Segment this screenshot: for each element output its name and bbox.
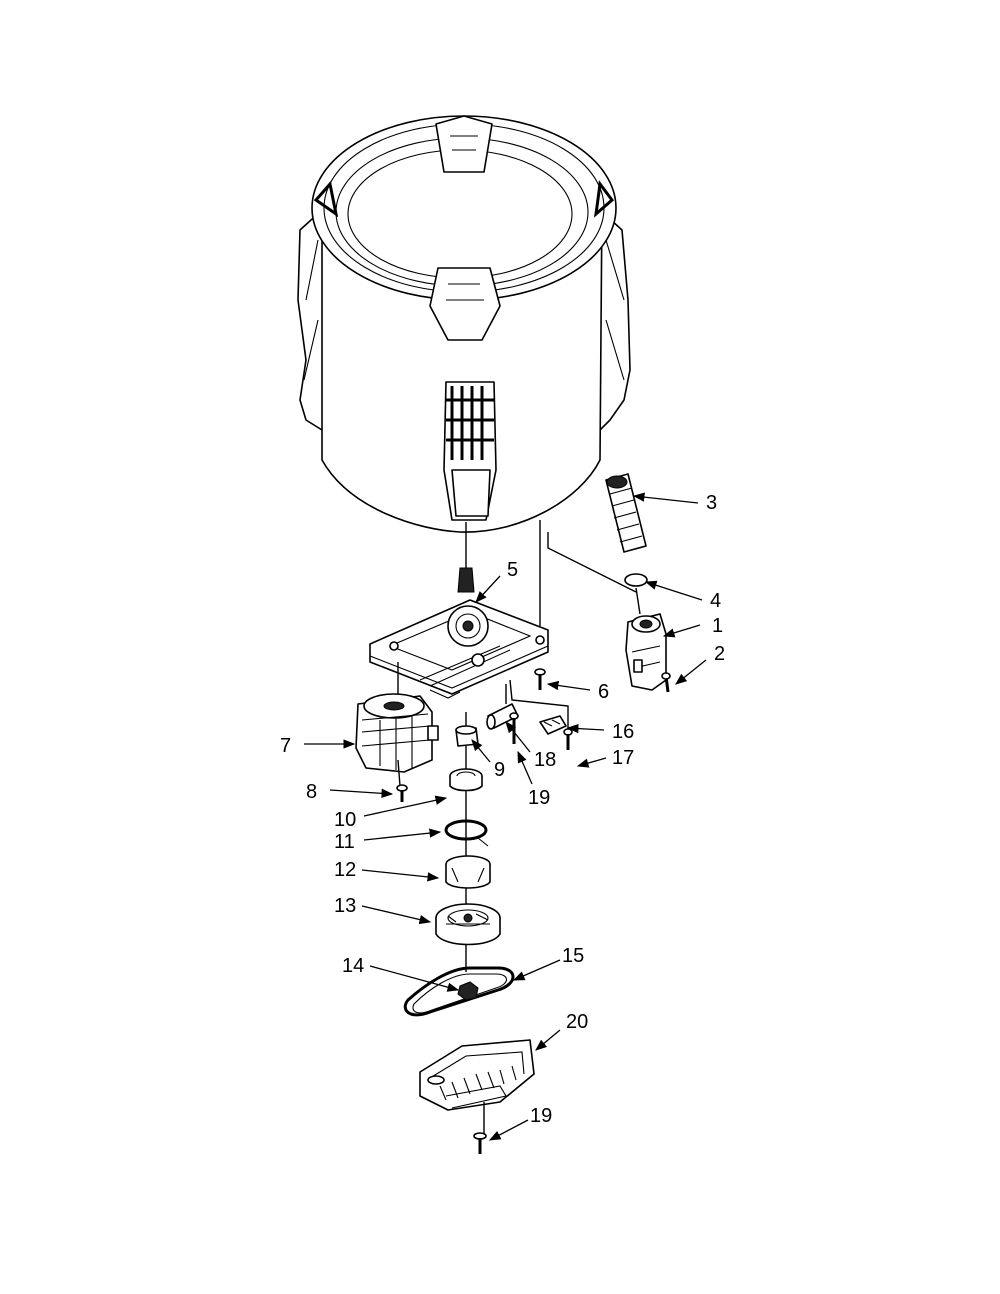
leader-4	[644, 580, 703, 601]
leader-16	[566, 723, 605, 734]
leader-5	[475, 575, 501, 603]
callout-labels: 3 4 1 2 5 6 7 8 9 10 11 12 13 14 15 16 1…	[280, 492, 725, 1127]
tub	[297, 115, 631, 593]
leader-6	[546, 680, 591, 691]
leader-19a	[517, 750, 533, 785]
pulley-nut	[457, 981, 479, 1001]
leader-20	[535, 1029, 561, 1051]
callout-1: 1	[712, 615, 723, 637]
retaining-ring	[444, 819, 489, 847]
callout-16: 16	[612, 721, 634, 743]
gearcase-plate	[369, 599, 549, 699]
motor-cover	[419, 1039, 535, 1136]
callout-6: 6	[598, 681, 609, 703]
callout-2: 2	[714, 643, 725, 665]
callout-3: 3	[706, 492, 717, 514]
callout-7: 7	[280, 735, 291, 757]
leader-15	[512, 959, 561, 981]
leader-17	[576, 757, 607, 768]
leader-9	[471, 739, 491, 763]
tub-front-lug	[429, 267, 501, 341]
leader-12	[361, 869, 440, 882]
callout-17: 17	[612, 747, 634, 769]
screw-19-lower	[473, 1132, 487, 1154]
leader-14	[369, 965, 460, 992]
leader-lines	[304, 492, 707, 1141]
leader-3	[632, 492, 699, 504]
callout-9: 9	[494, 759, 505, 781]
drive-motor	[355, 693, 439, 787]
leader-2	[675, 659, 707, 685]
callout-15: 15	[562, 945, 584, 967]
leader-8	[329, 788, 394, 798]
leader-1	[662, 624, 701, 638]
callout-10: 10	[334, 809, 356, 831]
leader-19b	[488, 1119, 529, 1141]
drain-hose	[605, 473, 647, 553]
tub-left-bracket	[297, 209, 323, 431]
callout-8: 8	[306, 781, 317, 803]
leader-10	[363, 795, 448, 817]
tub-drain-channel	[443, 381, 497, 521]
leader-18	[505, 721, 531, 753]
tub-top-lug	[435, 115, 493, 173]
drain-pump	[625, 613, 667, 691]
callout-19-upper: 19	[528, 787, 550, 809]
coupling	[455, 712, 479, 747]
screw-17	[563, 728, 573, 750]
hose-clamp	[624, 573, 648, 615]
callout-4: 4	[710, 590, 721, 612]
callout-18: 18	[534, 749, 556, 771]
bearing	[449, 768, 483, 792]
callout-14: 14	[342, 955, 364, 977]
callout-20: 20	[566, 1011, 588, 1033]
switch	[539, 715, 567, 735]
callout-19-lower: 19	[530, 1105, 552, 1127]
drive-shaft	[457, 567, 475, 593]
drive-belt	[403, 966, 515, 1017]
motor-screw	[396, 784, 408, 802]
clutch-cup	[445, 855, 491, 889]
plate-screw	[534, 668, 546, 690]
leader-13	[361, 905, 432, 925]
callout-12: 12	[334, 859, 356, 881]
callout-5: 5	[507, 559, 518, 581]
leader-11	[363, 828, 442, 841]
callout-11: 11	[334, 831, 355, 853]
pump-screw	[661, 672, 671, 693]
callout-13: 13	[334, 895, 356, 917]
drive-pulley	[435, 903, 501, 946]
